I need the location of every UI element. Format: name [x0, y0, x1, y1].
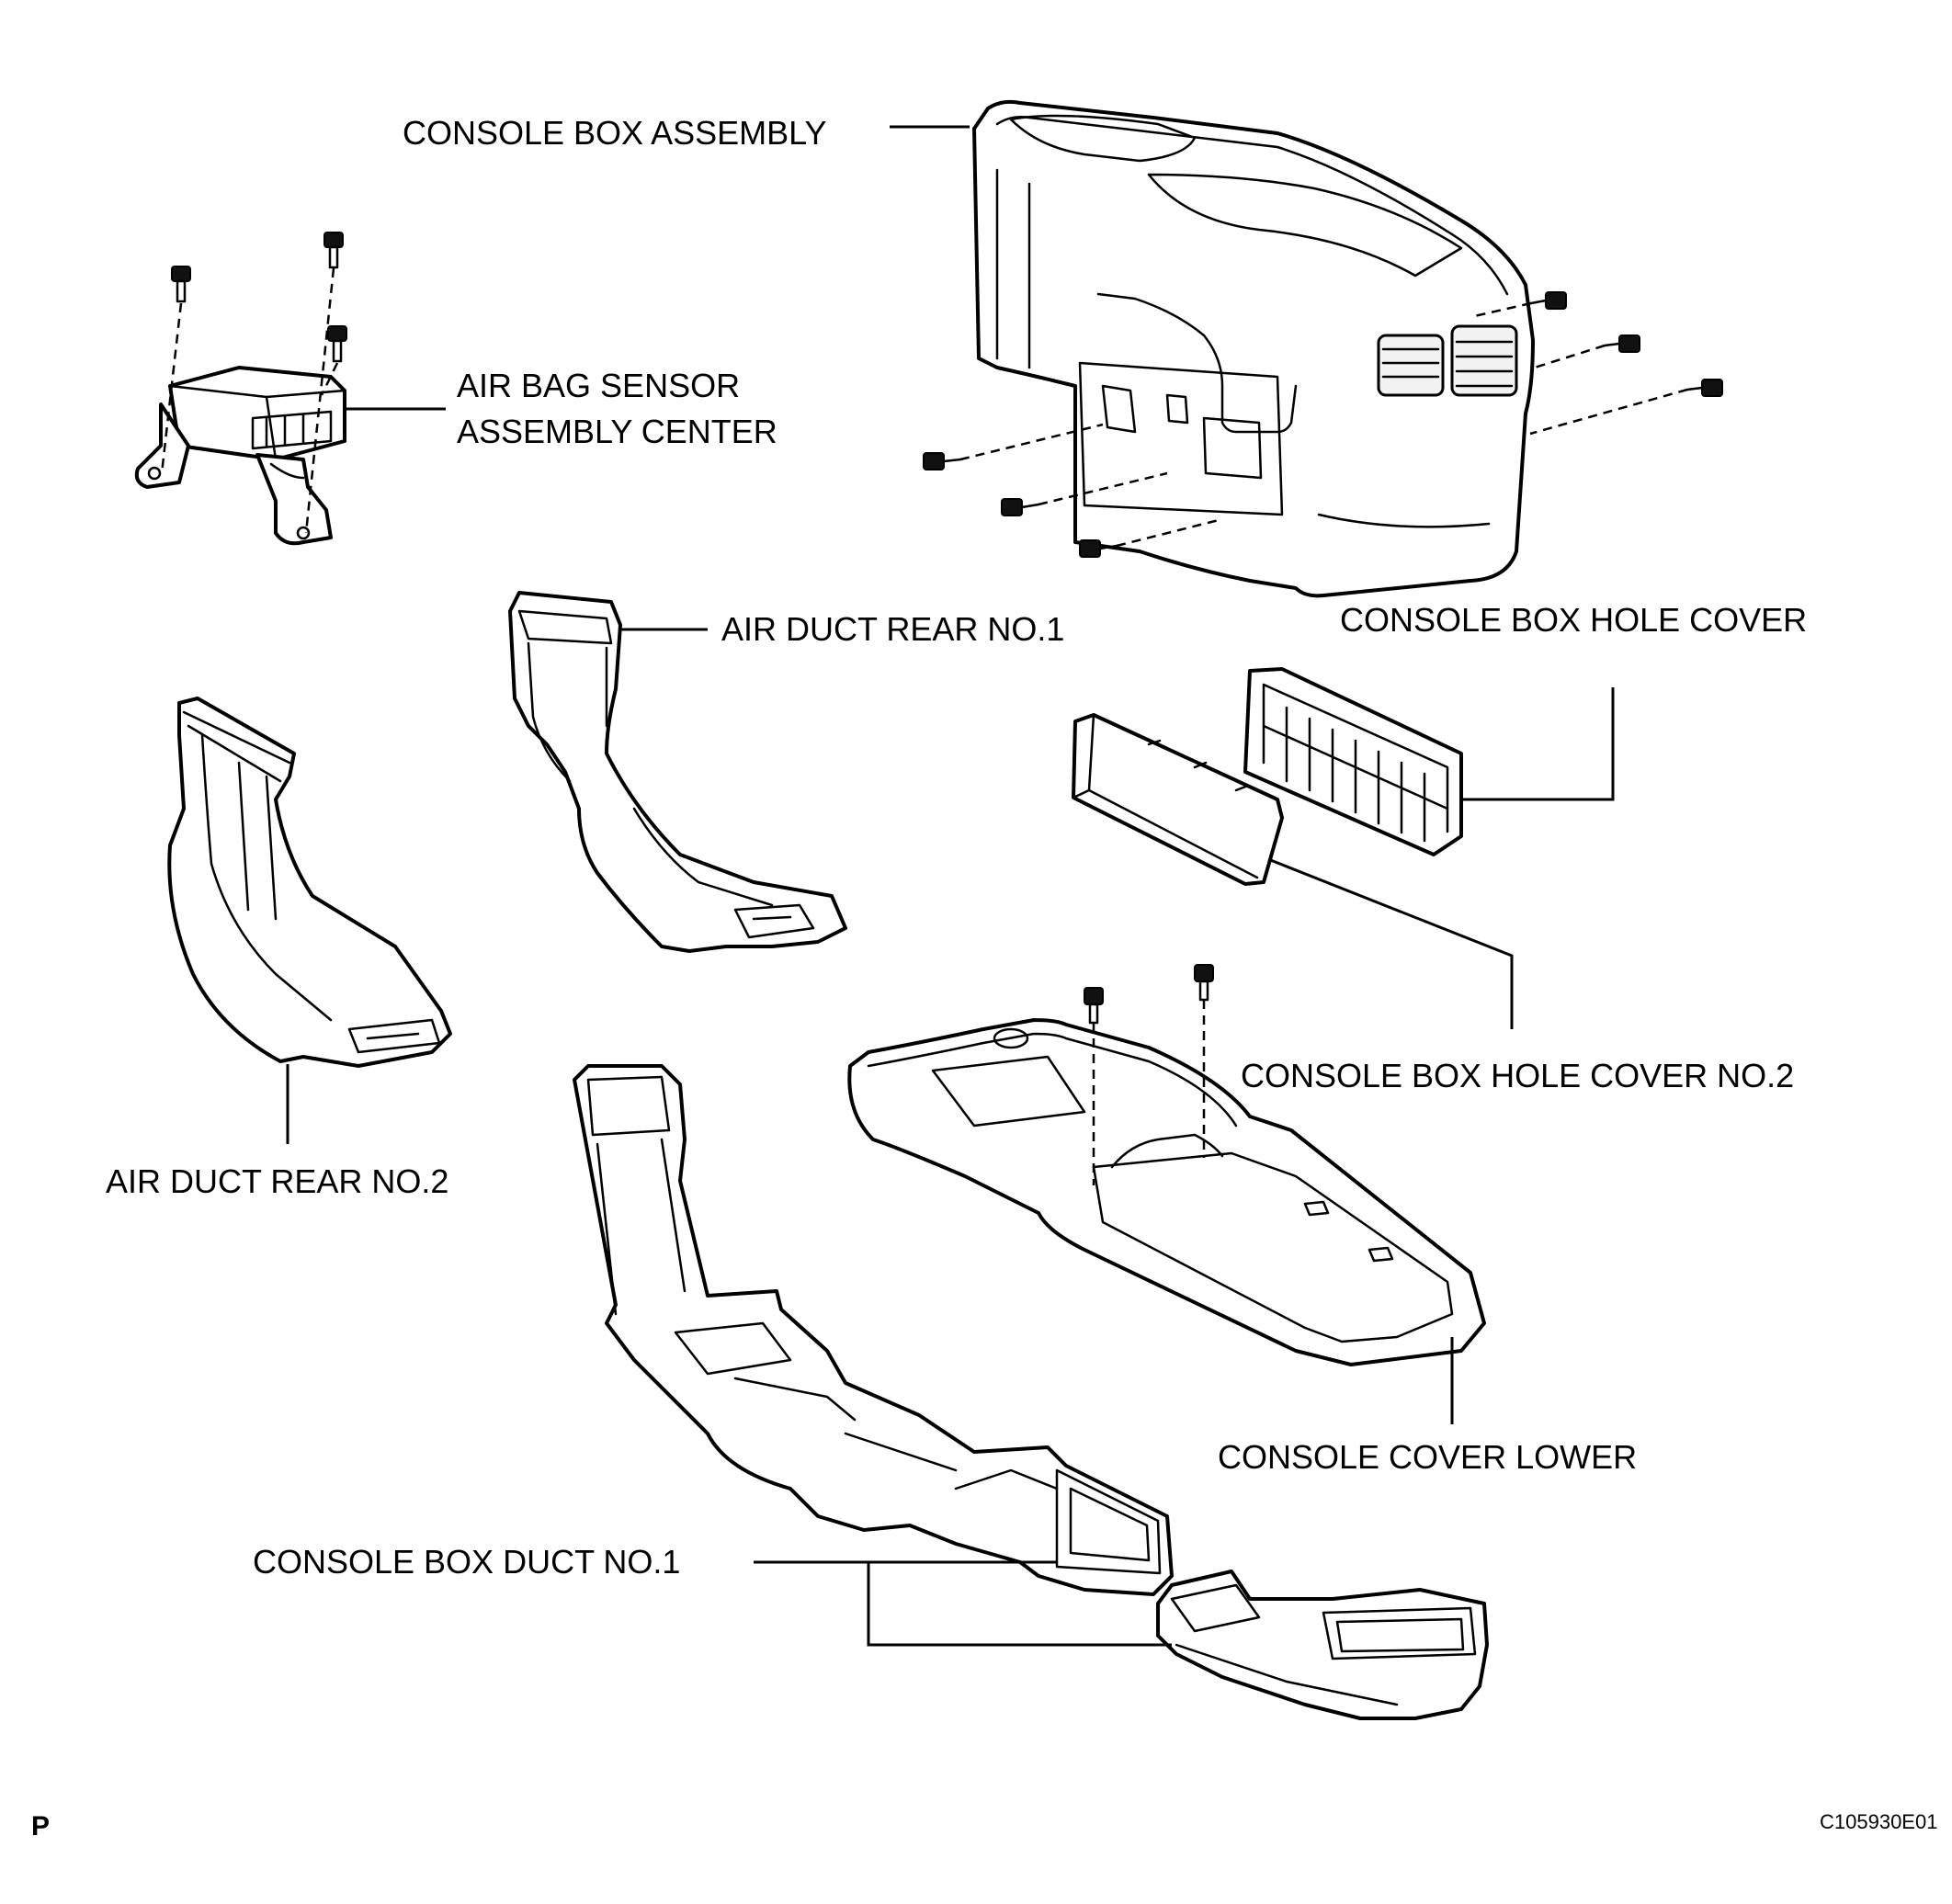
console-cover-lower-screws — [1084, 964, 1214, 1185]
console-box-duct-no1-label: CONSOLE BOX DUCT NO.1 — [253, 1543, 680, 1581]
screw-icon — [1194, 964, 1214, 1002]
console-box-assembly-label: CONSOLE BOX ASSEMBLY — [403, 114, 827, 152]
screw-icon — [923, 452, 962, 470]
screw-icon — [1084, 987, 1104, 1025]
air-duct-rear-no1-drawing — [508, 591, 847, 953]
screw-icon — [1685, 379, 1723, 397]
bolt-icon — [327, 325, 347, 363]
console-box-screws — [923, 291, 1723, 558]
air-bag-sensor-label-line2: ASSEMBLY CENTER — [457, 413, 777, 450]
console-box-hole-cover-leader — [1461, 687, 1615, 801]
screw-icon — [1001, 498, 1040, 516]
console-box-hole-cover-no2-label: CONSOLE BOX HOLE COVER NO.2 — [1241, 1057, 1794, 1094]
screw-icon — [1603, 334, 1640, 353]
air-bag-sensor-bolts — [160, 232, 347, 534]
rear-vent-left — [1377, 334, 1445, 397]
air-bag-sensor-label-line1: AIR BAG SENSOR — [457, 367, 740, 404]
console-cover-lower-label: CONSOLE COVER LOWER — [1218, 1438, 1637, 1476]
figure-code: C105930E01 — [1820, 1810, 1937, 1833]
console-box-hole-cover-drawing — [1243, 667, 1463, 856]
console-box-hole-cover-no2-leader — [1267, 857, 1514, 1029]
screw-icon — [1079, 539, 1118, 558]
console-box-duct-no1-drawing — [573, 1064, 1489, 1720]
page-marker: P — [31, 1811, 50, 1842]
screw-icon — [1529, 291, 1567, 310]
console-box-hole-cover-label: CONSOLE BOX HOLE COVER — [1340, 601, 1807, 639]
bolt-icon — [323, 232, 344, 269]
console-box-hole-cover-no2-drawing — [1072, 713, 1284, 886]
air-duct-rear-no1-label: AIR DUCT REAR NO.1 — [721, 610, 1064, 648]
console-cover-lower-drawing — [847, 1018, 1486, 1366]
air-duct-rear-no2-drawing — [167, 697, 452, 1068]
bolt-icon — [171, 266, 191, 303]
air-duct-rear-no2-label: AIR DUCT REAR NO.2 — [106, 1162, 448, 1200]
rear-vent-right — [1450, 324, 1518, 397]
console-box-duct-no1-leader — [754, 1560, 1172, 1647]
air-bag-sensor-drawing — [134, 366, 346, 546]
console-box-assembly-drawing — [972, 99, 1535, 598]
